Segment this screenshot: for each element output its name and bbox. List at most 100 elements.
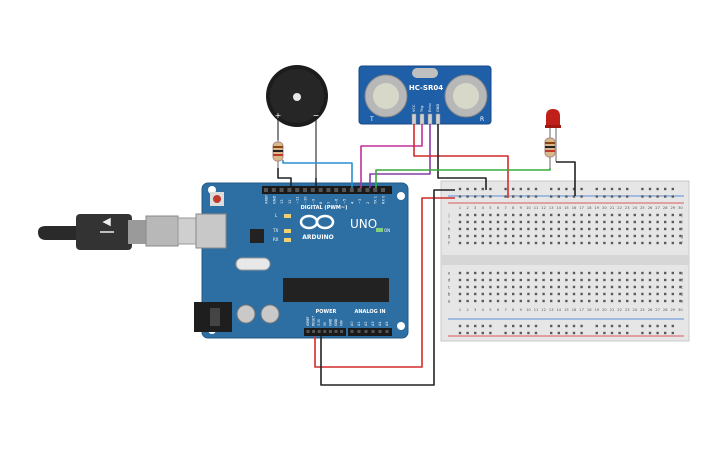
terminal-hole[interactable] <box>656 227 659 231</box>
terminal-hole[interactable] <box>496 227 500 231</box>
terminal-hole[interactable] <box>489 285 492 289</box>
rail-hole[interactable] <box>580 324 583 328</box>
terminal-hole[interactable] <box>519 285 522 289</box>
terminal-hole[interactable] <box>588 278 591 282</box>
terminal-hole[interactable] <box>603 285 606 289</box>
terminal-hole[interactable] <box>504 299 507 303</box>
rail-hole[interactable] <box>519 187 522 191</box>
terminal-hole[interactable] <box>481 241 484 245</box>
terminal-hole[interactable] <box>656 213 659 217</box>
terminal-hole[interactable] <box>512 271 515 275</box>
terminal-hole[interactable] <box>542 271 545 275</box>
terminal-hole[interactable] <box>664 278 667 282</box>
terminal-hole[interactable] <box>580 292 583 296</box>
terminal-hole[interactable] <box>512 241 515 245</box>
analog-pin[interactable] <box>357 330 361 333</box>
rail-hole[interactable] <box>572 195 576 198</box>
terminal-hole[interactable] <box>527 213 530 217</box>
terminal-hole[interactable] <box>572 227 576 231</box>
terminal-hole[interactable] <box>603 213 606 217</box>
terminal-hole[interactable] <box>542 227 545 231</box>
terminal-hole[interactable] <box>641 227 644 231</box>
rail-hole[interactable] <box>656 187 659 191</box>
terminal-hole[interactable] <box>572 213 576 217</box>
terminal-hole[interactable] <box>557 234 560 238</box>
analog-header[interactable] <box>348 328 392 336</box>
digital-pin[interactable] <box>334 188 339 192</box>
terminal-hole[interactable] <box>481 292 484 296</box>
rail-hole[interactable] <box>626 187 629 191</box>
terminal-hole[interactable] <box>474 241 477 245</box>
terminal-hole[interactable] <box>603 234 606 238</box>
terminal-hole[interactable] <box>588 220 591 224</box>
rail-hole[interactable] <box>458 331 462 335</box>
terminal-hole[interactable] <box>610 241 614 245</box>
terminal-hole[interactable] <box>565 278 568 282</box>
terminal-hole[interactable] <box>656 278 659 282</box>
terminal-hole[interactable] <box>610 227 614 231</box>
terminal-hole[interactable] <box>656 271 659 275</box>
terminal-hole[interactable] <box>648 271 652 275</box>
terminal-hole[interactable] <box>664 299 667 303</box>
rail-hole[interactable] <box>527 331 530 335</box>
terminal-hole[interactable] <box>481 234 484 238</box>
wire-red-sensor-vcc[interactable] <box>413 124 509 198</box>
terminal-hole[interactable] <box>534 213 538 217</box>
rail-hole[interactable] <box>671 331 674 335</box>
rail-hole[interactable] <box>656 331 659 335</box>
terminal-hole[interactable] <box>595 285 598 289</box>
terminal-hole[interactable] <box>572 285 576 289</box>
terminal-hole[interactable] <box>603 241 606 245</box>
terminal-hole[interactable] <box>542 220 545 224</box>
terminal-hole[interactable] <box>664 241 667 245</box>
rail-hole[interactable] <box>641 331 644 335</box>
sensor-pin[interactable] <box>419 113 425 125</box>
terminal-hole[interactable] <box>504 234 507 238</box>
digital-pin[interactable] <box>271 188 276 192</box>
rail-hole[interactable] <box>504 187 507 191</box>
terminal-hole[interactable] <box>527 234 530 238</box>
terminal-hole[interactable] <box>595 227 598 231</box>
terminal-hole[interactable] <box>504 213 507 217</box>
terminal-hole[interactable] <box>588 241 591 245</box>
terminal-hole[interactable] <box>588 292 591 296</box>
terminal-hole[interactable] <box>641 285 644 289</box>
terminal-hole[interactable] <box>679 220 682 224</box>
terminal-hole[interactable] <box>671 271 674 275</box>
terminal-hole[interactable] <box>534 227 538 231</box>
terminal-hole[interactable] <box>557 285 560 289</box>
rail-hole[interactable] <box>610 331 614 335</box>
terminal-hole[interactable] <box>603 220 606 224</box>
terminal-hole[interactable] <box>626 278 629 282</box>
rail-hole[interactable] <box>610 195 614 198</box>
terminal-hole[interactable] <box>572 299 576 303</box>
rail-hole[interactable] <box>664 324 667 328</box>
digital-pin[interactable] <box>342 188 346 192</box>
resistor-led[interactable] <box>544 136 556 168</box>
wire-black-led-gnd[interactable] <box>556 161 576 196</box>
terminal-hole[interactable] <box>565 299 568 303</box>
terminal-hole[interactable] <box>618 227 621 231</box>
terminal-hole[interactable] <box>474 227 477 231</box>
rail-hole[interactable] <box>626 195 629 198</box>
terminal-hole[interactable] <box>671 292 674 296</box>
terminal-hole[interactable] <box>572 278 576 282</box>
rail-hole[interactable] <box>664 187 667 191</box>
terminal-hole[interactable] <box>618 292 621 296</box>
rail-hole[interactable] <box>603 195 606 198</box>
rail-hole[interactable] <box>572 331 576 335</box>
terminal-hole[interactable] <box>458 292 462 296</box>
wire-green-led-signal[interactable] <box>375 168 551 188</box>
terminal-hole[interactable] <box>527 292 530 296</box>
wire-black-sensor-gnd[interactable] <box>437 124 487 190</box>
terminal-hole[interactable] <box>557 213 560 217</box>
terminal-hole[interactable] <box>474 234 477 238</box>
terminal-hole[interactable] <box>512 292 515 296</box>
terminal-hole[interactable] <box>527 271 530 275</box>
rail-hole[interactable] <box>656 324 659 328</box>
terminal-hole[interactable] <box>496 271 500 275</box>
terminal-hole[interactable] <box>580 299 583 303</box>
terminal-hole[interactable] <box>534 234 538 238</box>
terminal-hole[interactable] <box>489 213 492 217</box>
terminal-hole[interactable] <box>595 278 598 282</box>
